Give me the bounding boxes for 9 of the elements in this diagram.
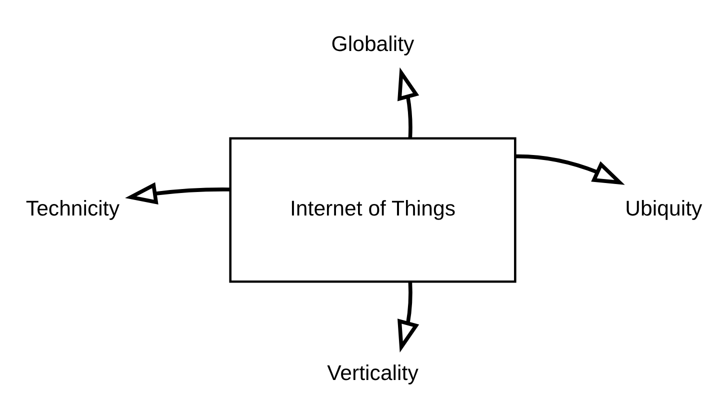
arrow [125,182,230,204]
node-text: Globality [331,32,414,56]
node-box: Internet of Things [229,137,516,283]
node-text: Technicity [26,196,120,221]
arrow [515,154,625,185]
node-text: Ubiquity [625,196,702,221]
arrow [398,282,420,352]
arrow [397,67,420,138]
node-text: Verticality [327,361,418,386]
